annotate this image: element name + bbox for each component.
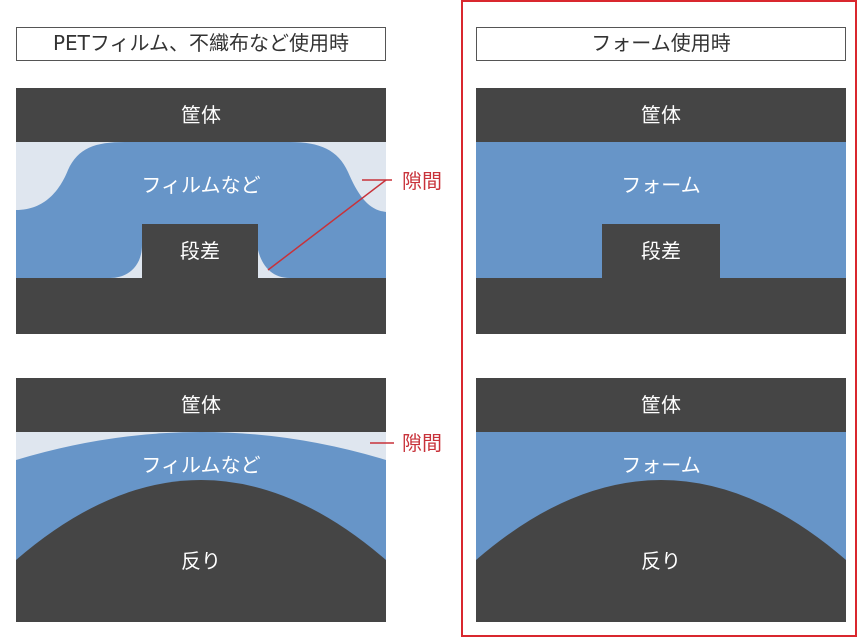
foam-label: フォーム — [621, 453, 700, 477]
warp-label: 反り — [181, 549, 221, 573]
housing-top — [16, 88, 386, 142]
base — [16, 278, 386, 334]
step-label: 段差 — [641, 239, 681, 263]
housing-top — [476, 88, 846, 142]
foam-warp-panel: 筐体 フォーム 反り — [476, 378, 846, 622]
film-step-panel: 筐体 フィルムなど 段差 — [16, 88, 386, 334]
step-block — [142, 224, 258, 278]
foam-step-panel: 筐体 フォーム 段差 — [476, 88, 846, 334]
warp-label: 反り — [641, 549, 681, 573]
warp-surface — [476, 480, 846, 622]
foam-label: フォーム — [621, 173, 700, 197]
film-label: フィルムなど — [141, 173, 260, 197]
film-label: フィルムなど — [141, 453, 260, 477]
film-layer — [16, 142, 386, 278]
housing-label: 筐体 — [641, 393, 681, 417]
housing-top — [16, 378, 386, 432]
warp-surface — [16, 480, 386, 622]
foam-highlight-frame — [461, 0, 857, 637]
step-block — [602, 224, 720, 278]
step-label: 段差 — [180, 239, 220, 263]
panel-title-film: PETフィルム、不織布など使用時 — [16, 27, 386, 61]
film-warp-panel: 筐体 フィルムなど 反り — [16, 378, 386, 622]
housing-label: 筐体 — [181, 393, 221, 417]
housing-label: 筐体 — [641, 103, 681, 127]
housing-label: 筐体 — [181, 103, 221, 127]
panel-title-foam: フォーム使用時 — [476, 27, 846, 61]
base — [476, 278, 846, 334]
gap-label: 隙間 — [402, 169, 442, 193]
housing-top — [476, 378, 846, 432]
gap-label: 隙間 — [402, 431, 442, 455]
gap-leader-line — [267, 179, 387, 271]
